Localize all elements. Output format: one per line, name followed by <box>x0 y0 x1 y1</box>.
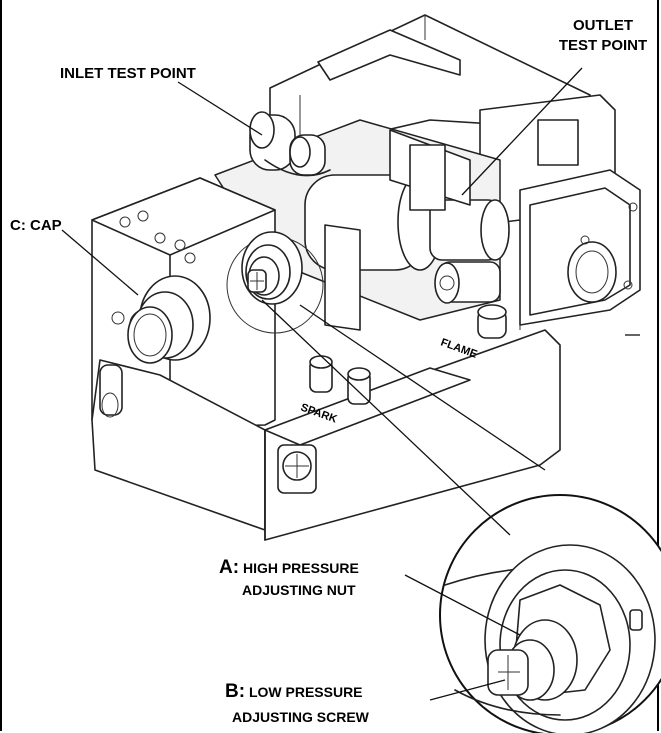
regulator-assembly <box>226 231 324 334</box>
outlet-test-point-label-line2: TEST POINT <box>559 37 647 54</box>
label-a-prefix: A: <box>219 557 239 578</box>
magnified-detail <box>439 494 661 733</box>
low-pressure-screw-label: B: LOW PRESSURE <box>225 681 363 702</box>
high-pressure-nut-label: A: HIGH PRESSURE <box>219 557 359 578</box>
label-b-prefix: B: <box>225 681 245 702</box>
label-a-line1: HIGH PRESSURE <box>239 560 359 576</box>
flame-marking: FLAME <box>439 337 479 361</box>
outlet-body <box>479 94 641 330</box>
label-b-line1: LOW PRESSURE <box>245 684 362 700</box>
cap-label: C: CAP <box>10 217 62 234</box>
solenoid-assembly <box>214 119 510 339</box>
low-pressure-screw-label-line2: ADJUSTING SCREW <box>232 709 370 725</box>
outlet-test-point-label-line1: OUTLET <box>573 17 633 34</box>
inlet-test-point-label: INLET TEST POINT <box>60 65 196 82</box>
cap <box>127 275 211 364</box>
leader-lines <box>61 67 640 701</box>
inlet-test-point <box>249 111 331 177</box>
high-pressure-nut-label-line2: ADJUSTING NUT <box>242 582 356 598</box>
